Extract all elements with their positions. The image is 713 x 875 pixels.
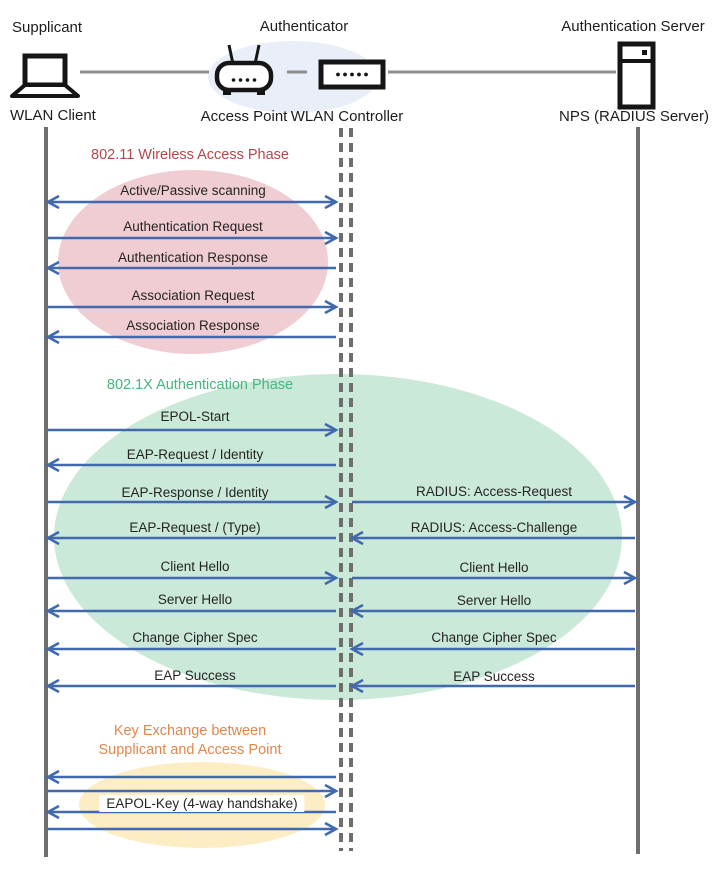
message-label: Server Hello bbox=[456, 593, 532, 608]
message-label: Association Response bbox=[126, 318, 260, 333]
access-point-icon bbox=[214, 44, 274, 95]
message-label: Authentication Response bbox=[117, 250, 269, 265]
role-label-authenticator: Authenticator bbox=[259, 18, 349, 35]
phase2-ellipse bbox=[54, 374, 622, 700]
role-label-auth-server: Authentication Server bbox=[561, 18, 705, 35]
device-label-access-point: Access Point bbox=[200, 108, 288, 125]
message-label: RADIUS: Access-Challenge bbox=[410, 520, 578, 535]
message-label: Client Hello bbox=[459, 560, 529, 575]
authenticator-group-ellipse bbox=[208, 41, 378, 113]
message-label: Authentication Request bbox=[123, 219, 263, 234]
device-label-nps: NPS (RADIUS Server) bbox=[558, 108, 710, 125]
message-label: Client Hello bbox=[160, 559, 230, 574]
message-label: Change Cipher Spec bbox=[431, 630, 557, 645]
message-label: EAP Success bbox=[453, 669, 535, 684]
laptop-icon bbox=[10, 53, 80, 98]
wlan-controller-icon bbox=[318, 59, 386, 90]
message-arrows bbox=[48, 202, 635, 829]
message-label: Association Request bbox=[131, 288, 255, 303]
phase3-title-line1: Key Exchange between bbox=[113, 723, 267, 739]
message-label-eapol-key: EAPOL-Key (4-way handshake) bbox=[99, 795, 305, 812]
phase1-title: 802.11 Wireless Access Phase bbox=[91, 147, 289, 163]
message-label: EAP-Request / Identity bbox=[126, 447, 264, 462]
phase2-title: 802.1X Authentication Phase bbox=[106, 377, 294, 393]
phase3-title-line2: Supplicant and Access Point bbox=[98, 742, 282, 758]
message-label: EAP-Response / Identity bbox=[121, 485, 269, 500]
role-label-supplicant: Supplicant bbox=[12, 19, 83, 36]
message-label: Server Hello bbox=[157, 592, 233, 607]
message-label: EAP-Request / (Type) bbox=[129, 520, 261, 535]
controller-lifeline-dashed bbox=[339, 128, 353, 851]
phase3-title: Key Exchange between Supplicant and Acce… bbox=[99, 722, 282, 760]
device-label-wlan-controller: WLAN Controller bbox=[290, 108, 404, 125]
message-label: RADIUS: Access-Request bbox=[415, 484, 573, 499]
message-label: Change Cipher Spec bbox=[132, 630, 258, 645]
message-label: Active/Passive scanning bbox=[120, 183, 266, 198]
server-icon bbox=[617, 41, 656, 110]
message-label: EPOL-Start bbox=[160, 409, 230, 424]
device-label-wlan-client: WLAN Client bbox=[10, 107, 96, 124]
message-label: EAP Success bbox=[154, 668, 236, 683]
